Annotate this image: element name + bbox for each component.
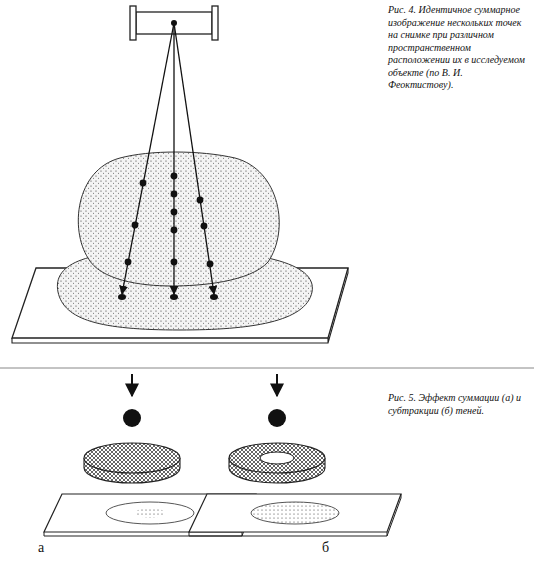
object-points — [118, 173, 218, 300]
panel-letter: а — [38, 541, 44, 555]
figure-caption: Рис. 5. Эффект суммации (а) и субтракции… — [388, 392, 530, 417]
object-body — [57, 152, 312, 330]
figure-caption: Рис. 4. Идентичное суммарное изображение… — [388, 4, 530, 92]
ray-lines — [122, 23, 214, 294]
subtraction-scheme — [189, 374, 401, 536]
panel-letter: б — [322, 541, 329, 555]
divider — [0, 368, 534, 369]
